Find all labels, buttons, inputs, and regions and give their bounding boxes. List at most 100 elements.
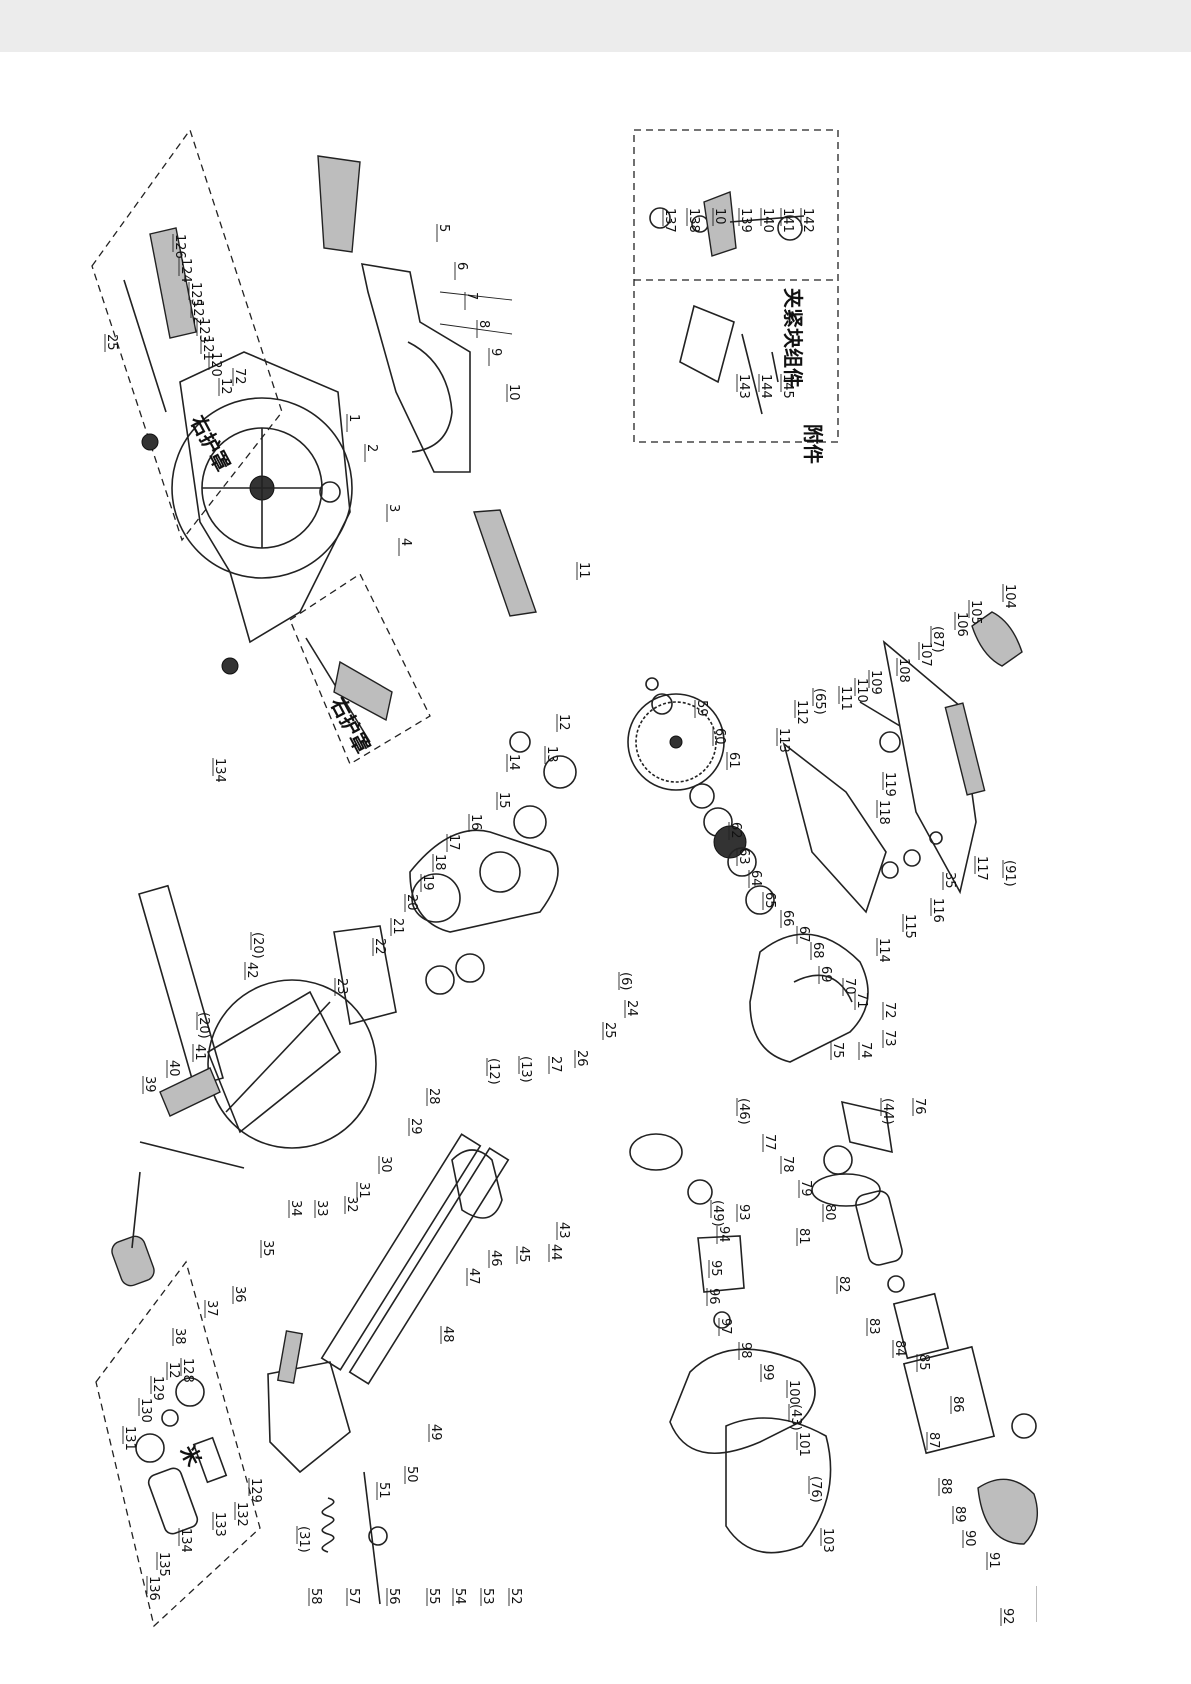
part-label: 78 bbox=[780, 1156, 795, 1173]
part-label: 142 bbox=[800, 208, 815, 233]
part-113-handle-half bbox=[782, 741, 887, 914]
part-label: 96 bbox=[706, 1288, 721, 1305]
part-label: 46 bbox=[488, 1250, 503, 1267]
part-77-gearbox bbox=[749, 933, 869, 1063]
part-label: 115 bbox=[902, 914, 917, 939]
part-label: 12 bbox=[556, 714, 571, 731]
part-label: 135 bbox=[156, 1552, 171, 1577]
part-label: 65 bbox=[762, 892, 777, 909]
part-label: 59 bbox=[694, 700, 709, 717]
part-label: 47 bbox=[466, 1268, 481, 1285]
part-label: 2 bbox=[364, 444, 379, 452]
part-label: 16 bbox=[468, 814, 483, 831]
inset-clamp-accessory-box bbox=[633, 129, 839, 443]
part-label: 118 bbox=[876, 800, 891, 825]
part-label: 35 bbox=[942, 872, 957, 889]
part-label: 42 bbox=[244, 962, 259, 979]
part-base bbox=[179, 351, 351, 644]
page-edge-mark bbox=[1036, 1586, 1037, 1622]
arm-assembly bbox=[111, 731, 577, 1605]
part-label: 39 bbox=[142, 1076, 157, 1093]
part-label: 7 bbox=[464, 292, 479, 300]
part-label: 45 bbox=[516, 1246, 531, 1263]
part-label: 77 bbox=[762, 1134, 777, 1151]
part-label: 92 bbox=[1000, 1608, 1015, 1625]
part-label: 111 bbox=[838, 686, 853, 711]
part-label: 67 bbox=[796, 926, 811, 943]
part-38-handle bbox=[111, 1235, 155, 1287]
part-label: 103 bbox=[820, 1528, 835, 1553]
part-label: 129 bbox=[248, 1478, 263, 1503]
part-57-spring bbox=[321, 1497, 335, 1553]
part-label: 107 bbox=[918, 642, 933, 667]
part-label: (44) bbox=[880, 1098, 895, 1125]
leader-lines bbox=[104, 208, 1004, 1626]
part-label: 11 bbox=[576, 562, 591, 579]
part-label: 61 bbox=[726, 752, 741, 769]
part-label: 30 bbox=[378, 1156, 393, 1173]
part-label: 5 bbox=[436, 224, 451, 232]
lock-group-outline bbox=[95, 1260, 261, 1628]
part-label: (20) bbox=[196, 1012, 211, 1039]
part-label: (31) bbox=[296, 1526, 311, 1553]
part-label: 43 bbox=[556, 1222, 571, 1239]
part-fence-left bbox=[317, 155, 361, 253]
part-label: 1 bbox=[346, 414, 361, 422]
part-label: 36 bbox=[232, 1286, 247, 1303]
part-label: 108 bbox=[896, 658, 911, 683]
part-label: 23 bbox=[334, 978, 349, 995]
part-label: 14 bbox=[506, 754, 521, 771]
right-guard-group-outline-1 bbox=[91, 128, 283, 542]
part-label: 116 bbox=[930, 898, 945, 923]
part-label: 72 bbox=[232, 368, 247, 385]
part-label: 87 bbox=[926, 1432, 941, 1449]
part-label: 130 bbox=[138, 1398, 153, 1423]
part-label: 6 bbox=[454, 262, 469, 270]
part-45-bracket bbox=[451, 1149, 503, 1219]
part-label: 131 bbox=[122, 1426, 137, 1451]
part-label: 81 bbox=[796, 1228, 811, 1245]
part-label: 79 bbox=[798, 1180, 813, 1197]
part-label: 134 bbox=[212, 758, 227, 783]
group-title: 夹紧块组件 bbox=[781, 288, 805, 388]
part-label: 68 bbox=[810, 942, 825, 959]
part-label: 44 bbox=[548, 1244, 563, 1261]
part-label: 117 bbox=[974, 856, 989, 881]
part-label: 122 bbox=[190, 300, 205, 325]
part-label: 28 bbox=[426, 1088, 441, 1105]
part-label: 26 bbox=[574, 1050, 589, 1067]
part-label: 84 bbox=[892, 1340, 907, 1357]
part-19-head bbox=[409, 829, 559, 933]
group-title: 右护罩 bbox=[186, 411, 235, 475]
part-label: 88 bbox=[938, 1478, 953, 1495]
part-label: 124 bbox=[178, 258, 193, 283]
part-label: 82 bbox=[836, 1276, 851, 1293]
diagram-canvas: 567891012341112131415161718192021222324(… bbox=[91, 128, 1038, 1628]
part-48-rail bbox=[320, 1133, 482, 1371]
part-label: 33 bbox=[314, 1200, 329, 1217]
part-label: 99 bbox=[760, 1364, 775, 1381]
part-label: 72 bbox=[882, 1002, 897, 1019]
part-51-holder bbox=[267, 1361, 351, 1474]
part-label: 128 bbox=[180, 1358, 195, 1383]
part-label: 10 bbox=[712, 208, 727, 225]
part-label: 132 bbox=[234, 1502, 249, 1527]
part-label: 21 bbox=[390, 918, 405, 935]
part-81-ring bbox=[811, 1173, 881, 1207]
part-label: 105 bbox=[968, 600, 983, 625]
part-label: 89 bbox=[952, 1506, 967, 1523]
part-label: (43) bbox=[788, 1404, 803, 1431]
part-label: 32 bbox=[344, 1196, 359, 1213]
part-label: 37 bbox=[204, 1300, 219, 1317]
part-label: 94 bbox=[716, 1226, 731, 1243]
part-label: 8 bbox=[476, 320, 491, 328]
part-label: 85 bbox=[916, 1354, 931, 1371]
part-label: 55 bbox=[426, 1588, 441, 1605]
part-label: 140 bbox=[760, 208, 775, 233]
part-label: 69 bbox=[818, 966, 833, 983]
part-label: 24 bbox=[624, 1000, 639, 1017]
part-label: 71 bbox=[854, 992, 869, 1009]
part-label: 60 bbox=[712, 728, 727, 745]
